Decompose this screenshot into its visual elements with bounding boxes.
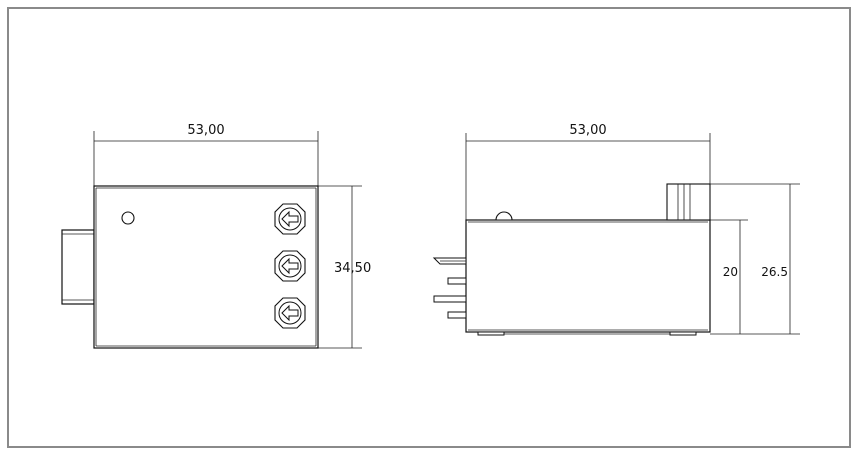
side-width-dimension: 53,00 (465, 123, 711, 220)
side-body (465, 219, 711, 336)
top-width-label: 53,00 (187, 123, 224, 138)
side-total-height-dimension: 26.5 (710, 183, 800, 334)
arrow-left-icon (281, 210, 299, 228)
button-3[interactable] (274, 297, 306, 329)
top-height-label: 34,50 (334, 261, 371, 276)
button-2[interactable] (274, 250, 306, 282)
terminal-pins (432, 257, 467, 319)
led-dome (495, 211, 513, 221)
side-total-height-label: 26.5 (761, 265, 788, 279)
button-1[interactable] (274, 203, 306, 235)
side-body-height-dimension: 20 (710, 219, 800, 335)
indicator-hole (121, 211, 135, 225)
top-width-dimension: 53,00 (93, 123, 319, 186)
side-connector-block (61, 229, 95, 305)
drawing-frame (7, 7, 851, 448)
side-width-label: 53,00 (569, 123, 606, 138)
top-view: 53,00 34,50 (61, 123, 371, 349)
top-height-dimension: 34,50 (318, 185, 371, 349)
arrow-left-icon (281, 304, 299, 322)
side-button-stack (666, 183, 711, 221)
side-view: 53,00 20 26.5 (432, 123, 800, 336)
arrow-left-icon (281, 257, 299, 275)
side-body-height-label: 20 (723, 265, 738, 279)
